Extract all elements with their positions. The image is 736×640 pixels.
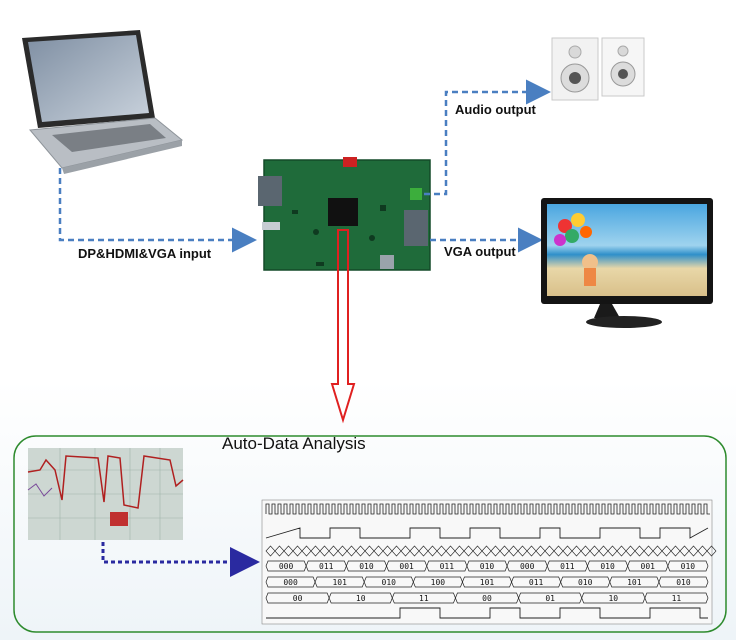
bus-segment [305,560,347,572]
audio-label: Audio output [455,102,536,117]
monitor-icon [541,198,713,328]
bus-segment [560,576,611,588]
bus-segment [314,576,365,588]
bus-row-3: 000 011 010 001 011 010 000 011 010 001 010 [265,560,709,572]
bus-value: 000 [520,562,535,571]
oscilloscope-image [27,448,184,540]
vga-label: VGA output [444,244,516,259]
bus-segment [455,592,519,604]
bus-segment [546,560,588,572]
bus-value: 011 [560,562,575,571]
bus-value: 010 [676,578,691,587]
bottom-wave [266,607,708,619]
bottom-signal-row [266,607,708,619]
laptop-icon [22,30,184,174]
bus-segment [462,576,512,588]
bus-segment [328,592,393,604]
bus-segment [658,576,709,588]
bus-segment [511,576,562,588]
bus-segment [426,560,468,572]
signal-wave [265,527,709,539]
bus-value: 010 [480,562,495,571]
input-label: DP&HDMI&VGA input [78,246,212,261]
bus-value: 000 [283,578,298,587]
bus-segment [581,592,646,604]
bus-value: 00 [293,594,303,603]
speakers-icon [551,37,645,101]
bus-value: 001 [641,562,656,571]
bus-value: 010 [359,562,374,571]
bus-segment [627,560,669,572]
bus-value: 01 [545,594,555,603]
bus-segment [345,560,387,572]
bus-value: 011 [440,562,455,571]
bus-value: 011 [319,562,334,571]
data-arrow [101,542,260,577]
clock-wave [265,503,710,515]
bus-value: 010 [578,578,593,587]
bus-value: 10 [356,594,366,603]
bus-segment [265,560,307,572]
pcb-board-icon [258,157,431,271]
bus-value: 10 [608,594,618,603]
bus-value: 101 [480,578,495,587]
bus-value: 000 [279,562,294,571]
bus-value: 11 [672,594,682,603]
bus-value: 100 [431,578,446,587]
signal-row [265,527,709,539]
bus-value: 010 [681,562,696,571]
bus-segment [506,560,548,572]
clock-row [265,503,710,515]
bus-segment [587,560,629,572]
bus-value: 11 [419,594,429,603]
bus-segment [518,592,583,604]
bus-value: 010 [600,562,615,571]
bus-value: 101 [332,578,347,587]
audio-arrow [424,79,551,196]
bus-value: 00 [482,594,492,603]
bus-segment [644,592,709,604]
bus-segment [265,576,316,588]
bus-row [265,545,717,557]
bus-segment [667,560,709,572]
bus-segment [466,560,508,572]
bus-segment [386,560,428,572]
bus-row-5: 00 10 11 00 01 10 11 [265,592,709,604]
bus-value: 011 [529,578,544,587]
bus-row-4: 000 101 010 100 101 011 010 101 010 [265,576,709,588]
bus-segment [265,592,330,604]
bus-segment [391,592,456,604]
bus-segment [412,576,463,588]
bus-cell [706,545,717,557]
analysis-title: Auto-Data Analysis [222,434,366,453]
bus-segment [609,576,660,588]
bus-value: 010 [382,578,397,587]
input-arrow [58,168,257,253]
bus-segment [363,576,414,588]
bus-value: 101 [627,578,642,587]
analysis-arrow [330,229,356,424]
analysis-panel [13,435,727,633]
bus-value: 001 [399,562,414,571]
